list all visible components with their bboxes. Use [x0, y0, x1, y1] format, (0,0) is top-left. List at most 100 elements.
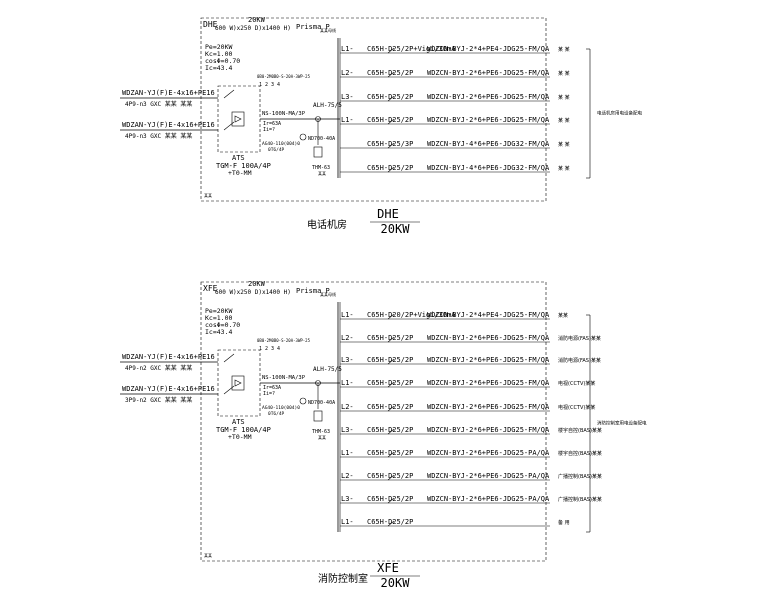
circuit-id: L1-: [341, 518, 354, 526]
circuit-load-name: 某 某: [558, 142, 570, 148]
circuit-load-name: 某 某: [558, 71, 570, 77]
spd-note: 某某: [318, 170, 326, 176]
circuit-cable-spec: WDZCN-BYJ-2*4+PE4-JDG25-FM/QA: [427, 311, 550, 319]
circuit-cable-spec: WDZCN-BYJ-2*6+PE6-JDG25-FM/QA: [427, 69, 550, 77]
ats-model: TGM-F 100A/4P: [216, 162, 271, 170]
circuit-breaker-icon: [387, 474, 395, 481]
ats-contact-lower: [223, 385, 235, 395]
panel-power: 20KW: [248, 16, 266, 24]
feeder-cable-spec: WDZAN-YJ(F)E-4x16+PE16: [122, 121, 215, 129]
contactor-coil-icon: [299, 397, 307, 405]
circuit-id: L1-: [341, 116, 354, 124]
circuit-id: L2-: [341, 472, 354, 480]
circuit-load-name: 电视(CCTV)某某: [558, 380, 595, 387]
circuit-load-name: 楼宇自控(BAS)某某: [558, 427, 602, 434]
contactor-model: ND700-40A: [308, 400, 335, 406]
current-transformer: ALH-75/5: [313, 102, 342, 109]
ats-box: [217, 85, 261, 153]
circuit-load-name: 备 用: [558, 519, 570, 526]
feeder-source-note: 3P9-n2 GXC 某某 某某: [125, 397, 192, 404]
spd-note: 某某: [318, 434, 326, 440]
circuit-cable-spec: WDZCN-BYJ-4*6+PE6-JDG32-FM/QA: [427, 164, 550, 172]
circuit-load-name: 楼宇自控(BAS)某某: [558, 450, 602, 457]
capacitor-model: AG40-110(004)0: [262, 141, 300, 147]
circuit-load-name: 电视(CCTV)某某: [558, 404, 595, 411]
circuit-breaker-icon: [387, 118, 395, 125]
bus-note: 某某母线: [320, 27, 336, 33]
load-parameter: cosΦ=0.70: [205, 57, 240, 65]
circuit-breaker-icon: [387, 428, 395, 435]
ats-box: [217, 349, 261, 417]
circuit-breaker-model: C65H-D25/2P: [367, 93, 413, 101]
circuit-cable-spec: WDZCN-BYJ-2*6+PE6-JDG25-FM/QA: [427, 93, 550, 101]
panel-power: 20KW: [248, 280, 266, 288]
circuit-breaker-icon: [387, 336, 395, 343]
circuit-breaker-icon: [387, 405, 395, 412]
load-parameter: Pe=20KW: [205, 43, 232, 51]
feeder-source-note: 4P9-n3 GXC 某某 某某: [125, 101, 192, 108]
circuit-cable-spec: WDZCN-BYJ-2*6+PE6-JDG25-FM/QA: [427, 356, 550, 364]
circuit-breaker-icon: [387, 95, 395, 102]
ats-accessory: +T0-MM: [228, 433, 252, 441]
circuit-load-name: 消防电源(FAS)某某: [558, 357, 601, 364]
circuit-cable-spec: WDZCN-BYJ-2*6+PE6-JDG25-FM/QA: [427, 426, 550, 434]
ats-accessory: +T0-MM: [228, 169, 252, 177]
load-parameter: Ic=43.4: [205, 328, 232, 336]
panel-tag-power: 20KW: [381, 576, 411, 590]
panel-tag-power: 20KW: [381, 222, 411, 236]
circuit-id: L1-: [341, 379, 354, 387]
capacitor-spec: 0T6/4P: [268, 147, 285, 153]
circuit-breaker-model: C65H-D25/2P: [367, 518, 413, 526]
circuit-load-name: 某 某: [558, 47, 570, 53]
ats-contact-lower: [223, 121, 235, 131]
panel-note: 某某: [204, 192, 212, 198]
ats-arrow-icon: [234, 115, 242, 123]
circuit-breaker-model: C65H-D25/2P: [367, 495, 413, 503]
circuit-breaker-icon: [387, 47, 395, 54]
ats-label: ATS: [232, 418, 245, 426]
load-parameter: Kc=1.00: [205, 314, 232, 322]
circuit-load-name: 广播控制(BAS)某某: [558, 473, 602, 480]
circuit-breaker-icon: [387, 451, 395, 458]
circuit-breaker-model: C65H-D25/2P: [367, 334, 413, 342]
load-group-note: 消防控制室用电设备配电: [597, 420, 647, 427]
meter-numbers: 1 2 3 4: [259, 346, 280, 352]
capacitor-model: AG40-110(004)0: [262, 405, 300, 411]
circuit-breaker-model: C65H-D25/2P: [367, 426, 413, 434]
circuit-cable-spec: WDZCN-BYJ-2*6+PE6-JDG25-FM/QA: [427, 334, 550, 342]
ats-label: ATS: [232, 154, 245, 162]
circuit-cable-spec: WDZCN-BYJ-2*6+PE6-JDG25-PA/QA: [427, 472, 550, 480]
feeder-source-note: 4P9-n3 GXC 某某 某某: [125, 133, 192, 140]
circuit-id: L2-: [341, 403, 354, 411]
circuit-breaker-icon: [387, 71, 395, 78]
circuit-load-name: 某 某: [558, 166, 570, 172]
circuit-cable-spec: WDZCN-BYJ-2*6+PE6-JDG25-PA/QA: [427, 495, 550, 503]
panel-dimensions: 600 W)x250 D)x1400 H): [215, 25, 291, 32]
circuit-cable-spec: WDZCN-BYJ-2*6+PE6-JDG25-FM/QA: [427, 116, 550, 124]
current-transformer: ALH-75/5: [313, 366, 342, 373]
panel-brand: Prisma P: [296, 287, 330, 295]
main-breaker-model: NS-100N-MA/3P: [262, 375, 306, 381]
circuit-id: L3-: [341, 93, 354, 101]
ats-arrow-icon: [234, 379, 242, 387]
panel-name: DHE: [203, 20, 218, 29]
circuit-breaker-model: C65H-D25/2P: [367, 356, 413, 364]
panel-tag-name: XFE: [377, 561, 399, 575]
circuit-id: L3-: [341, 426, 354, 434]
circuit-breaker-model: C65H-D25/2P: [367, 379, 413, 387]
capacitor-spec: 0T6/4P: [268, 411, 285, 417]
meter-model: 0B0-2M0B0-S-20A-3WP-25: [257, 338, 311, 343]
panel-name: XFE: [203, 284, 218, 293]
panel-tag-name: DHE: [377, 207, 399, 221]
contactor-coil-icon: [299, 133, 307, 141]
panel-frame: [200, 17, 547, 202]
circuit-load-name: 消防电源(FAS)某某: [558, 335, 601, 342]
circuit-id: L3-: [341, 356, 354, 364]
panel-frame: [200, 281, 547, 562]
circuit-breaker-model: C65H-D25/2P: [367, 472, 413, 480]
circuit-cable-spec: WDZCN-BYJ-2*6+PE6-JDG25-PA/QA: [427, 449, 550, 457]
circuit-id: L1-: [341, 45, 354, 53]
